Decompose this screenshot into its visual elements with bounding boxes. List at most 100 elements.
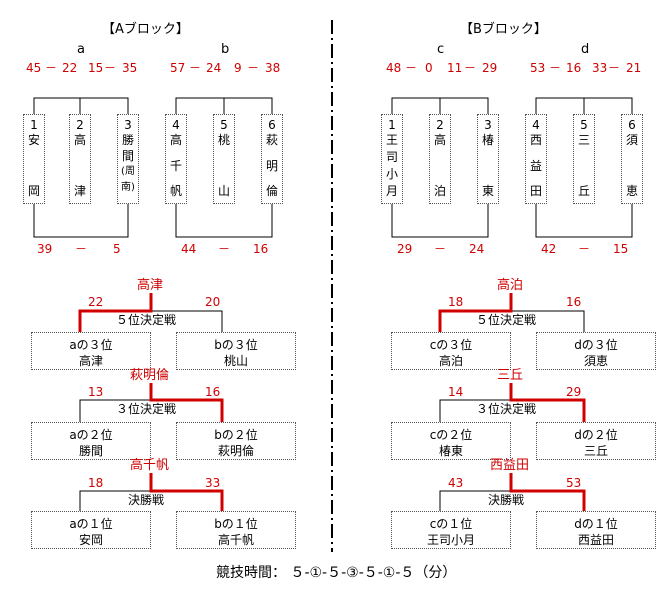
score: 11 [447,61,463,75]
team-box-a1: 1 安 岡 [23,114,45,204]
block-a-prelim-lines [33,97,273,238]
rank-label: bの２位 [214,428,258,442]
team-char: 安 [27,133,40,147]
team-box-d6: 6 須 恵 [621,114,643,204]
team-number: 1 [30,118,38,132]
right-score: 16 [566,295,582,309]
team-name: 西益田 [577,533,614,547]
score-dash: － [45,61,58,75]
score-dash: － [608,61,621,75]
result-box: aの１位 安岡 [31,511,151,549]
team-char: 益 [529,159,542,173]
team-box-a5: 5 桃 山 [213,114,235,204]
group-b-bottom-dash: － [218,242,231,256]
group-a-bottom-dash: － [75,242,88,256]
team-char: 椿 [481,133,494,147]
team-name: 高泊 [438,354,463,368]
team-number: 5 [220,118,228,132]
team-char: 千 [169,159,182,173]
left-score: 13 [88,385,104,399]
rank-label: dの２位 [574,428,618,442]
left-score: 43 [448,476,464,490]
team-box-c3: 3 椿 東 [477,114,499,204]
team-name: 桃山 [223,354,248,368]
team-box-d4: 4 西 益 田 [525,114,547,204]
result-box: cの３位 高泊 [391,332,511,370]
score-dash: － [464,61,477,75]
team-char: 小 [385,167,398,181]
score: 16 [566,61,582,75]
match-label: ５位決定戦 [474,313,539,327]
group-c-bottom-score: 29 [397,242,413,256]
winner-label: 高津 [137,278,164,293]
match-label: ３位決定戦 [114,402,179,416]
group-d-bottom-score: 15 [613,242,629,256]
team-char: 月 [385,184,398,198]
score: 45 [26,61,42,75]
team-box-a2: 2 高 津 [69,114,91,204]
team-char: 三 [577,133,590,147]
rank-label: aの２位 [69,428,113,442]
team-name: 勝間 [78,444,103,458]
team-char: (周 [121,166,135,177]
block-b-final-lines [438,293,586,511]
team-name: 高津 [78,354,103,368]
rank-label: dの１位 [574,517,618,531]
team-name: 安岡 [78,533,103,547]
score-dash: － [247,61,260,75]
right-score: 29 [566,385,582,399]
left-score: 18 [88,476,104,490]
group-d-label: d [581,42,590,57]
group-a-bottom-score: 5 [113,242,121,256]
left-score: 14 [448,385,464,399]
team-number: 1 [388,118,396,132]
team-char: 東 [481,184,494,198]
competition-time-note: 競技時間： ５-①-５-③-５-①-５（分） [216,565,457,581]
result-box: cの１位 王司小月 [391,511,511,549]
group-b-bottom-score: 16 [253,242,269,256]
team-char: 西 [529,133,542,147]
team-char: 倫 [265,184,278,198]
team-char: 須 [625,133,638,147]
team-number: 3 [124,118,132,132]
team-number: 3 [484,118,492,132]
score-dash: － [549,61,562,75]
team-char: 高 [169,133,182,147]
rank-label: dの３位 [574,338,618,352]
score: 0 [425,61,433,75]
team-number: 2 [76,118,84,132]
group-c-bottom-score: 24 [469,242,485,256]
rank-label: cの１位 [429,517,473,531]
right-score: 33 [205,476,221,490]
group-c-label: c [437,42,445,57]
team-box-c2: 2 高 泊 [429,114,451,204]
group-c-bottom-dash: － [434,242,447,256]
result-box: bの１位 高千帆 [176,511,296,549]
group-d-bottom-score: 42 [541,242,557,256]
match-label: 決勝戦 [126,493,167,507]
team-char: 津 [73,184,86,198]
team-char: 王 [385,133,398,147]
team-name: 椿東 [438,444,463,458]
match-label: ３位決定戦 [474,402,539,416]
team-box-c1: 1 王 司 小 月 [381,114,403,204]
group-b-label: b [221,42,230,57]
match-label: ５位決定戦 [114,313,179,327]
result-box: dの３位 須恵 [536,332,656,370]
winner-label: 高千帆 [130,458,170,473]
result-box: bの２位 萩明倫 [176,422,296,460]
team-char: 田 [529,184,542,198]
score: 29 [482,61,498,75]
team-char: 明 [265,159,278,173]
score: 35 [122,61,138,75]
team-char: 勝 [121,133,134,147]
left-score: 22 [88,295,104,309]
team-name: 須恵 [583,354,608,368]
team-char: 高 [73,133,86,147]
team-char: 山 [217,184,230,198]
score: 24 [206,61,222,75]
right-score: 53 [566,476,582,490]
score-dash: － [189,61,202,75]
result-box: dの１位 西益田 [536,511,656,549]
